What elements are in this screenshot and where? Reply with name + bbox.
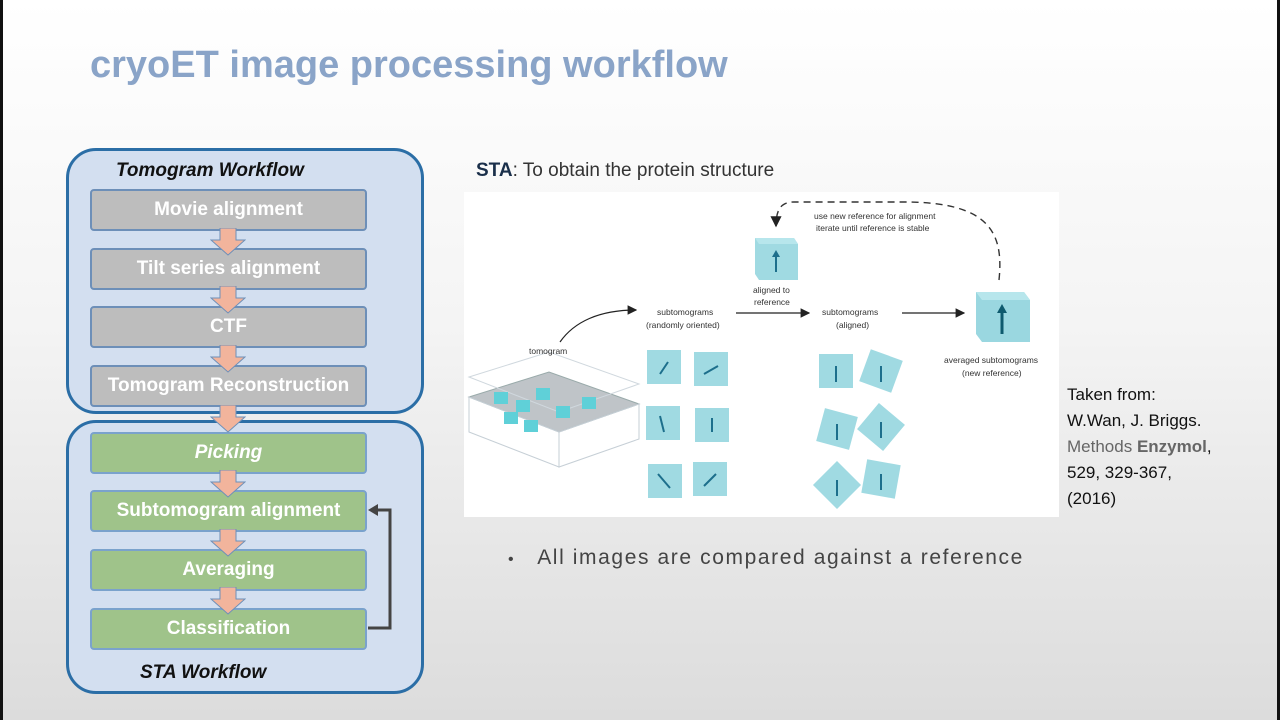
tomogram-volume: [467, 351, 641, 468]
sta-heading: STA: To obtain the protein structure: [476, 160, 774, 182]
slide-title: cryoET image processing workflow: [90, 44, 728, 86]
averaged-cube: [976, 292, 1030, 342]
avg-text-2: (new reference): [962, 368, 1022, 378]
down-arrow-icon: [210, 405, 246, 433]
citation-journal: Methods: [1067, 437, 1137, 456]
step-averaging: Averaging: [90, 549, 367, 591]
sub-aligned-text-1: subtomograms: [822, 307, 878, 317]
citation-line-2: W.Wan, J. Briggs.: [1067, 411, 1202, 430]
step-movie-alignment: Movie alignment: [90, 189, 367, 231]
citation-journal-bold: Enzymol: [1136, 437, 1207, 456]
loop-text-1: use new reference for alignment: [814, 211, 936, 221]
tomogram-to-subtomograms-arrow: [559, 305, 638, 343]
tomogram-text: tomogram: [529, 346, 567, 356]
aligned-subtomograms: [812, 349, 905, 510]
citation-line-1: Taken from:: [1067, 385, 1156, 404]
step-picking: Picking: [90, 432, 367, 474]
sta-prefix: STA: [476, 160, 513, 181]
random-subtomograms: [646, 350, 729, 498]
sta-diagram: use new reference for alignment iterate …: [467, 201, 1038, 510]
feedback-loop-arrow-icon: [368, 504, 392, 630]
sta-workflow-label: STA Workflow: [140, 662, 267, 683]
sub-random-text-2: (randomly oriented): [646, 320, 720, 330]
left-frame-edge: [0, 0, 3, 720]
bullet-dot-icon: •: [508, 551, 516, 568]
bullet-text: All images are compared against a refere…: [537, 546, 1024, 569]
aligned-text-2: reference: [754, 297, 790, 307]
down-arrow-icon: [210, 587, 246, 615]
citation-comma: ,: [1206, 437, 1212, 456]
tomogram-workflow-label: Tomogram Workflow: [116, 160, 304, 181]
citation: Taken from: W.Wan, J. Briggs. Methods En…: [1067, 382, 1212, 512]
down-arrow-icon: [210, 228, 246, 256]
down-arrow-icon: [210, 470, 246, 498]
sta-figure: use new reference for alignment iterate …: [464, 192, 1059, 517]
sub-aligned-text-2: (aligned): [836, 320, 869, 330]
aligned-reference-cube: [755, 238, 798, 280]
sta-heading-text: : To obtain the protein structure: [512, 160, 775, 181]
down-arrow-icon: [210, 529, 246, 557]
bullet-point: • All images are compared against a refer…: [508, 546, 1024, 570]
aligned-text-1: aligned to: [753, 285, 790, 295]
citation-line-5: (2016): [1067, 489, 1117, 508]
down-arrow-icon: [210, 286, 246, 314]
citation-line-4: 529, 329-367,: [1067, 463, 1172, 482]
down-arrow-icon: [210, 345, 246, 373]
right-frame-edge: [1277, 0, 1280, 720]
loop-text-2: iterate until reference is stable: [816, 223, 930, 233]
sub-random-text-1: subtomograms: [657, 307, 713, 317]
avg-text-1: averaged subtomograms: [944, 355, 1038, 365]
citation-line-3: Methods Enzymol,: [1067, 434, 1212, 460]
